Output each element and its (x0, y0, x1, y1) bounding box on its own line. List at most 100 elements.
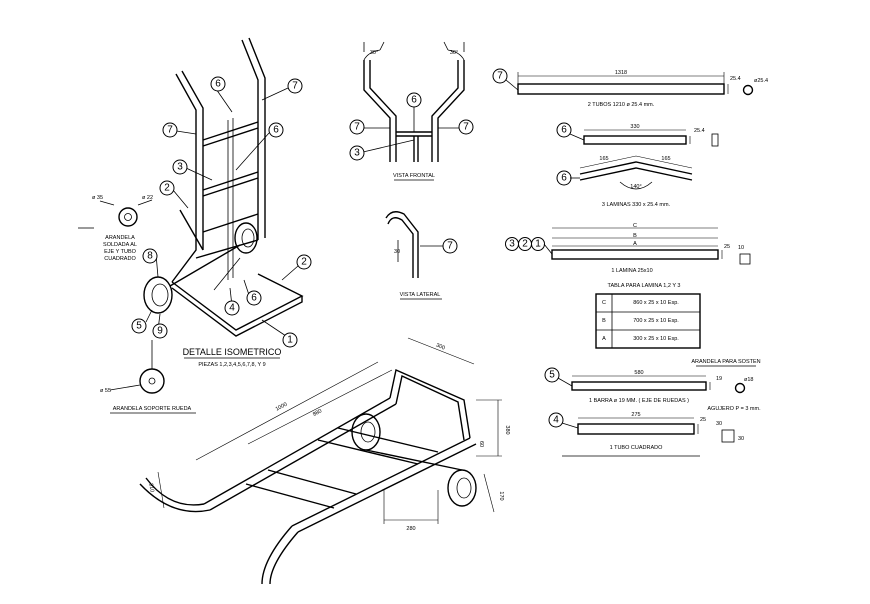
balloon-9: 9 (152, 323, 168, 339)
balloon-7-handle-left: 7 (162, 122, 178, 138)
part6-seg-left: 165 (599, 156, 608, 162)
balloon-4-part: 4 (548, 412, 564, 428)
washer-top-dia-inner: ø 22 (142, 195, 153, 201)
balloon-4: 4 (224, 300, 240, 316)
part123-lamina-detail: 3 2 1 C B A 25 10 1 LAMINA 25x10 (505, 223, 751, 274)
svg-text:6: 6 (273, 125, 279, 136)
part6-section: 25.4 (694, 128, 705, 134)
svg-text:1: 1 (535, 239, 541, 250)
part6-seg-right: 165 (661, 156, 670, 162)
part4-section: 25 (700, 417, 706, 423)
part6-caption: 3 LAMINAS 330 x 25.4 mm. (602, 202, 671, 208)
lamina-table: TABLA PARA LAMINA 1,2 Y 3 C 860 x 25 x 1… (595, 283, 701, 349)
washer-top-label-1: ARANDELA (105, 235, 135, 241)
balloon-7-front-left: 7 (349, 119, 365, 135)
washer-top-label-4: CUADRADO (104, 256, 136, 262)
table-row-2-key: B (602, 318, 606, 324)
iso-dim-right: 380 (504, 425, 510, 434)
iso-dim-side: 170 (498, 491, 504, 500)
washer-bottom-dia: ø 55 (100, 388, 111, 394)
part4-square-tube-detail: 4 275 25 30 30 1 TUBO CUADRADO (548, 412, 744, 457)
balloon-3: 3 (172, 159, 188, 175)
balloon-6-top: 6 (210, 76, 226, 92)
part5-dia: 19 (716, 376, 722, 382)
svg-text:5: 5 (549, 370, 555, 381)
balloon-3-front: 3 (349, 145, 365, 161)
balloon-6-part: 6 (556, 122, 572, 138)
table-row-3-value: 300 x 25 x 10 Esp. (633, 336, 679, 342)
part123-label-a: A (633, 241, 637, 247)
balloon-7-side: 7 (442, 238, 458, 254)
isometric-frame-large: 1000 880 300 380 280 310 170 60 (139, 337, 510, 585)
iso-dim-left: 310 (147, 483, 155, 493)
svg-text:3: 3 (177, 162, 183, 173)
balloon-7-front-right: 7 (458, 119, 474, 135)
washer-detail-top: ø 35 ø 22 ARANDELA SOLDADA AL EJE Y TUBO… (78, 195, 153, 262)
side-dim: 30 (394, 249, 400, 255)
balloon-8: 8 (142, 248, 158, 264)
svg-text:5: 5 (136, 321, 142, 332)
balloon-1-part: 1 (531, 237, 545, 251)
part4-length: 275 (631, 412, 640, 418)
washer-top-label-2: SOLDADA AL (103, 242, 137, 248)
svg-text:7: 7 (497, 71, 503, 82)
balloon-2-part: 2 (518, 237, 532, 251)
part123-label-b: B (633, 233, 637, 239)
washer-top-dia-outer: ø 35 (92, 195, 103, 201)
part5-note-side: AGUJERO P = 3 mm. (707, 406, 761, 412)
front-view: 30° 30° 7 7 6 3 VISTA FRONTAL (349, 41, 474, 181)
iso-dim-top: 300 (435, 343, 446, 352)
svg-text:9: 9 (157, 326, 163, 337)
svg-text:1: 1 (287, 335, 293, 346)
part5-length: 580 (634, 370, 643, 376)
part4-sec-w: 30 (716, 421, 722, 427)
svg-text:8: 8 (147, 251, 153, 262)
part7-caption: 2 TUBOS 1210 ø 25.4 mm. (588, 102, 655, 108)
isometric-subtitle: PIEZAS 1,2,3,4,5,6,7,8, Y 9 (198, 362, 265, 368)
part6-angle: 140° (630, 184, 641, 190)
svg-text:6: 6 (411, 95, 417, 106)
svg-text:2: 2 (301, 257, 307, 268)
balloon-5-part: 5 (544, 367, 560, 383)
table-title: TABLA PARA LAMINA 1,2 Y 3 (608, 283, 681, 289)
iso-dim-total: 1000 (275, 402, 289, 413)
svg-text:2: 2 (164, 183, 170, 194)
balloon-6-base: 6 (246, 290, 262, 306)
isometric-hand-truck: 7 6 7 6 3 2 8 2 4 6 1 5 9 DETALLE ISOMET… (131, 37, 312, 368)
iso-dim-inner: 880 (312, 408, 323, 418)
balloon-5: 5 (131, 318, 147, 334)
isometric-title: DETALLE ISOMETRICO (183, 347, 282, 357)
part7-tube-detail: 7 1318 25.4 ø25.4 2 TUBOS 1210 ø 25.4 mm… (492, 68, 768, 108)
washer-bottom-label: ARANDELA SOPORTE RUEDA (113, 406, 192, 412)
svg-text:3: 3 (354, 148, 360, 159)
balloon-2-left: 2 (159, 180, 175, 196)
part5-caption: 1 BARRA ø 19 MM. ( EJE DE RUEDAS ) (589, 398, 689, 404)
part123-width: 10 (738, 245, 744, 251)
balloon-6-mid: 6 (268, 122, 284, 138)
part6-lamina-detail: 6 330 25.4 6 165 165 140° 3 LAMINAS 330 … (556, 122, 719, 208)
svg-text:7: 7 (463, 122, 469, 133)
part5-note-top: ARANDELA PARA SOSTEN (691, 359, 760, 365)
front-view-title: VISTA FRONTAL (393, 173, 435, 179)
side-view-title: VISTA LATERAL (400, 292, 441, 298)
table-row-1-value: 860 x 25 x 10 Esp. (633, 300, 679, 306)
svg-text:6: 6 (251, 293, 257, 304)
svg-text:4: 4 (229, 303, 235, 314)
part4-sec-h: 30 (738, 436, 744, 442)
svg-text:6: 6 (215, 79, 221, 90)
svg-text:7: 7 (292, 81, 298, 92)
balloon-6-bent: 6 (556, 170, 572, 186)
part7-length: 1318 (615, 70, 627, 76)
front-angle-left: 30° (370, 50, 378, 56)
iso-dim-bottom: 280 (406, 526, 415, 532)
part5-axle-detail: ARANDELA PARA SOSTEN 5 580 19 ø18 1 BARR… (544, 359, 761, 412)
part4-caption: 1 TUBO CUADRADO (610, 445, 663, 451)
side-view: 30 7 VISTA LATERAL (385, 211, 458, 300)
balloon-7-handle-right: 7 (287, 78, 303, 94)
part7-section: 25.4 (730, 76, 741, 82)
table-row-3-key: A (602, 336, 606, 342)
balloon-1: 1 (282, 332, 298, 348)
svg-text:7: 7 (447, 241, 453, 252)
part123-label-c: C (633, 223, 637, 229)
part123-thk: 25 (724, 244, 730, 250)
